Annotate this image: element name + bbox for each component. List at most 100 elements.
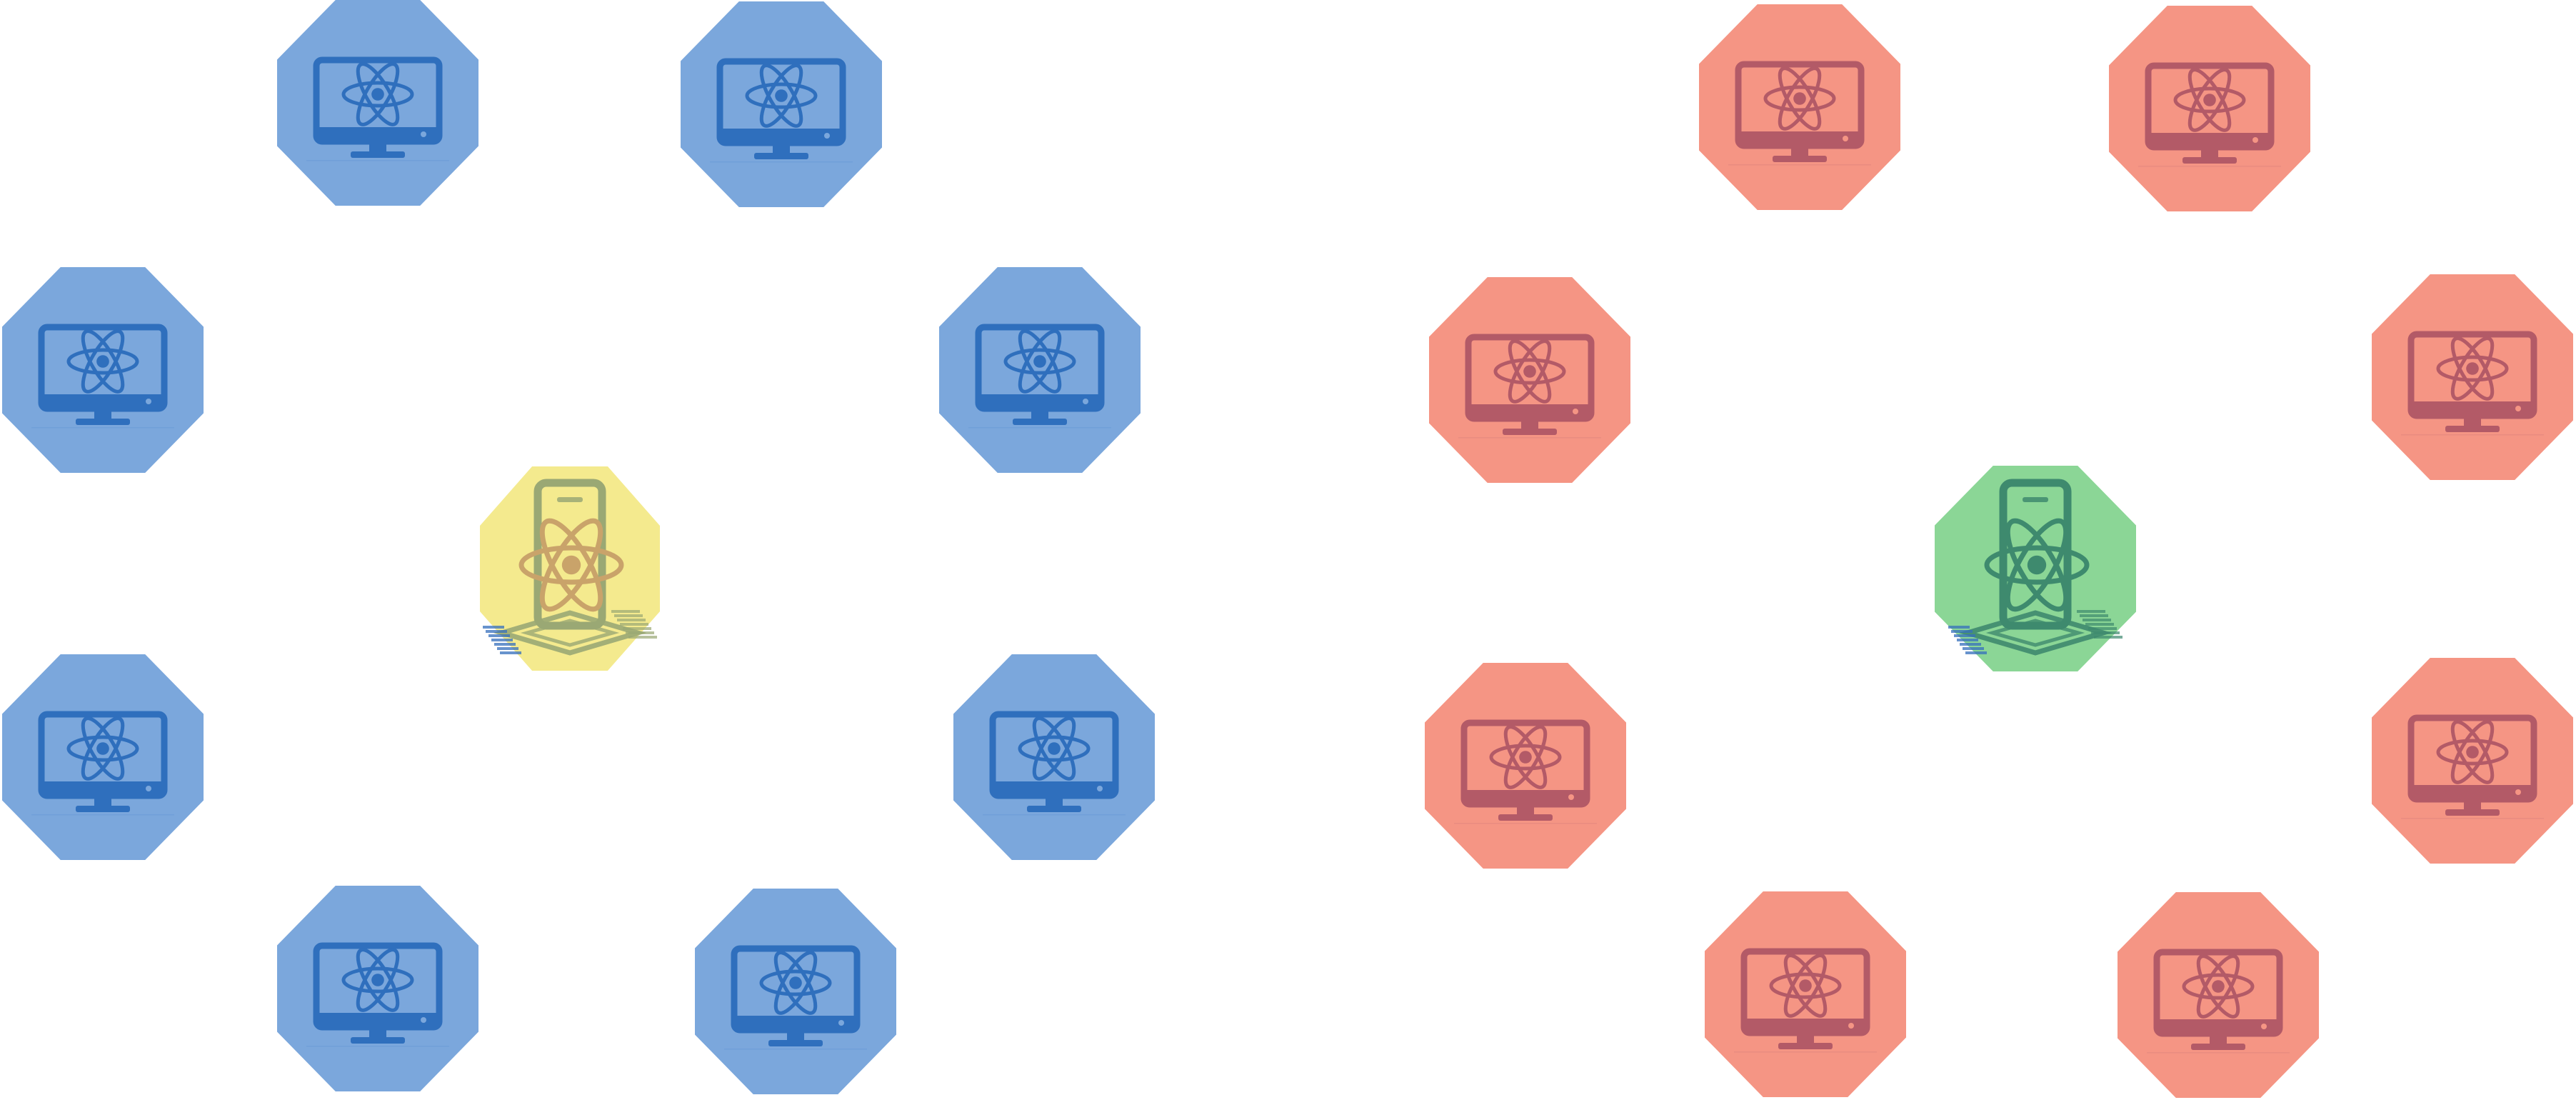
monitor-stand bbox=[76, 806, 130, 812]
node-octagon-background bbox=[1429, 277, 1630, 483]
monitor-stand bbox=[1027, 806, 1081, 812]
monitor-chin bbox=[1464, 790, 1587, 804]
right-quantum-computer-node-2 bbox=[2109, 6, 2310, 211]
quantum-computer-icon bbox=[2145, 62, 2275, 164]
monitor-chin bbox=[316, 1013, 439, 1027]
atom-icon bbox=[341, 62, 414, 126]
monitor-chin bbox=[720, 129, 843, 143]
node-octagon-background bbox=[695, 889, 896, 1094]
atom-icon bbox=[1984, 518, 2090, 612]
monitor-neck bbox=[787, 1030, 804, 1040]
monitor-chin bbox=[316, 127, 439, 141]
node-octagon-background bbox=[1699, 4, 1900, 210]
node-octagon-background bbox=[953, 654, 1155, 860]
node-octagon-background bbox=[2372, 658, 2573, 864]
monitor-chin bbox=[1468, 404, 1591, 419]
monitor-neck bbox=[1031, 409, 1048, 419]
monitor-stand bbox=[2445, 426, 2500, 432]
monitor-neck bbox=[773, 143, 790, 153]
atom-icon bbox=[1018, 716, 1091, 781]
node-octagon-background bbox=[2, 267, 204, 473]
monitor-neck bbox=[2201, 147, 2218, 157]
monitor-stand bbox=[1498, 814, 1553, 821]
monitor-neck bbox=[94, 409, 111, 419]
monitor-stand bbox=[1503, 429, 1557, 435]
monitor-neck bbox=[1797, 1033, 1814, 1043]
quantum-computer-icon bbox=[2407, 714, 2537, 816]
quantum-computer-icon bbox=[1465, 334, 1595, 435]
quantum-computer-icon bbox=[716, 58, 846, 159]
node-octagon-background bbox=[277, 0, 478, 206]
left-quantum-computer-node-5 bbox=[2, 654, 204, 860]
monitor-chin bbox=[2148, 133, 2271, 147]
monitor-stand bbox=[2182, 157, 2237, 164]
atom-icon bbox=[2436, 720, 2509, 784]
quantum-computer-icon bbox=[38, 324, 168, 425]
left-quantum-computer-node-4 bbox=[939, 267, 1141, 473]
monitor-chin bbox=[734, 1016, 857, 1030]
right-quantum-computer-node-8 bbox=[2118, 892, 2319, 1098]
monitor-chin bbox=[1744, 1019, 1867, 1033]
quantum-chip-icon bbox=[1948, 479, 2123, 656]
monitor-stand bbox=[768, 1040, 823, 1046]
monitor-chin bbox=[1738, 131, 1861, 146]
quantum-computer-icon bbox=[313, 56, 443, 158]
quantum-computer-icon bbox=[1460, 719, 1590, 821]
monitor-neck bbox=[369, 141, 386, 151]
quantum-computer-icon bbox=[989, 711, 1119, 812]
node-octagon-background bbox=[1705, 891, 1906, 1097]
monitor-chin bbox=[41, 394, 164, 409]
quantum-computer-icon bbox=[975, 324, 1105, 425]
right-quantum-computer-node-3 bbox=[1429, 277, 1630, 483]
monitor-chin bbox=[2411, 401, 2534, 416]
node-octagon-background bbox=[2109, 6, 2310, 211]
monitor-neck bbox=[94, 796, 111, 806]
monitor-chin bbox=[2157, 1019, 2280, 1034]
monitor-stand bbox=[754, 153, 808, 159]
atom-icon bbox=[2182, 954, 2255, 1019]
quantum-computer-icon bbox=[2153, 949, 2283, 1050]
atom-icon bbox=[341, 948, 414, 1012]
right-quantum-computer-node-7 bbox=[1705, 891, 1906, 1097]
node-octagon-background bbox=[277, 886, 478, 1091]
monitor-neck bbox=[2464, 416, 2481, 426]
right-quantum-computer-node-5 bbox=[1425, 663, 1626, 869]
quantum-computer-icon bbox=[38, 711, 168, 812]
quantum-computer-icon bbox=[2407, 331, 2537, 432]
monitor-neck bbox=[1791, 146, 1808, 156]
left-quantum-computer-node-7 bbox=[277, 886, 478, 1091]
quantum-computer-icon bbox=[731, 945, 861, 1046]
monitor-stand bbox=[1778, 1043, 1833, 1049]
node-octagon-background bbox=[681, 1, 882, 207]
hubs-layer bbox=[480, 466, 2136, 671]
atom-icon bbox=[1003, 329, 1076, 394]
atom-icon bbox=[1493, 339, 1566, 404]
atom-icon bbox=[745, 64, 818, 128]
left-quantum-computer-node-3 bbox=[2, 267, 204, 473]
left-quantum-computer-node-8 bbox=[695, 889, 896, 1094]
atom-icon bbox=[2436, 336, 2509, 401]
atom-icon bbox=[1763, 66, 1836, 131]
atom-icon bbox=[66, 716, 139, 781]
left-quantum-computer-node-6 bbox=[953, 654, 1155, 860]
monitor-chin bbox=[2411, 785, 2534, 799]
monitor-neck bbox=[2210, 1034, 2227, 1044]
left-hub-quantum-processor bbox=[480, 466, 660, 671]
quantum-chip-icon bbox=[483, 479, 657, 656]
monitor-stand bbox=[351, 1037, 405, 1044]
monitor-stand bbox=[2445, 809, 2500, 816]
quantum-computer-icon bbox=[313, 942, 443, 1044]
atom-icon bbox=[66, 329, 139, 394]
monitor-neck bbox=[1046, 796, 1063, 806]
atom-icon bbox=[1489, 725, 1562, 789]
atom-icon bbox=[1769, 954, 1842, 1018]
monitor-chin bbox=[978, 394, 1101, 409]
quantum-computer-icon bbox=[1735, 61, 1865, 162]
monitor-neck bbox=[1517, 804, 1534, 814]
right-hub-quantum-processor bbox=[1935, 466, 2136, 671]
node-octagon-background bbox=[939, 267, 1141, 473]
monitor-stand bbox=[1013, 419, 1067, 425]
node-octagon-background bbox=[2372, 274, 2573, 480]
